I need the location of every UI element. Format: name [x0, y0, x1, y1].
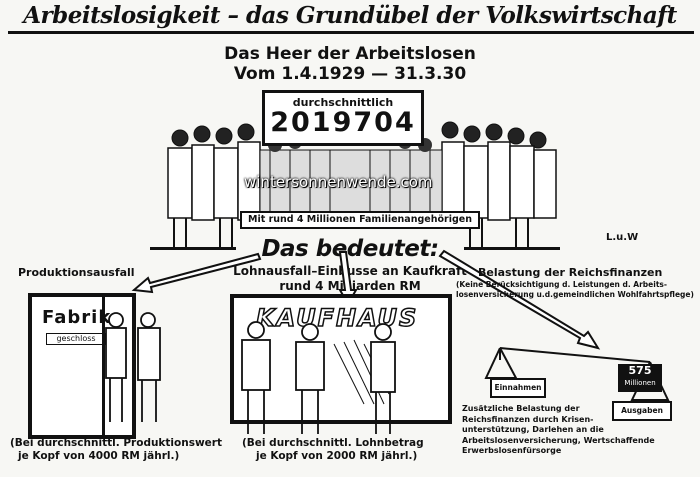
- title-underline: [8, 31, 694, 34]
- right-caption-line: Reichsfinanzen durch Krisen-: [462, 414, 594, 424]
- middle-caption-line-1: (Bei durchschnittl. Lohnbetrag: [242, 437, 424, 449]
- poster-title: Arbeitslosigkeit – das Grundübel der Vol…: [23, 2, 677, 29]
- subtitle-line-2: Vom 1.4.1929 — 31.3.30: [233, 64, 467, 84]
- meaning-heading: Das bedeutet:: [236, 236, 464, 262]
- subtitle-line-1: Das Heer der Arbeitslosen: [224, 44, 476, 64]
- store-onlookers: [241, 321, 396, 434]
- right-caption-line: Erwerbslosenfürsorge: [462, 446, 562, 455]
- arrow-left: [131, 252, 262, 294]
- left-heading: Produktionsausfall: [18, 266, 135, 279]
- scale-weight-value: 575: [628, 364, 652, 377]
- middle-caption-line-2: je Kopf von 2000 RM jährl.): [256, 450, 418, 462]
- family-banner: Mit rund 4 Millionen Familienangehörigen: [240, 211, 480, 229]
- left-caption-line-2: je Kopf von 4000 RM jährl.): [18, 450, 180, 462]
- right-caption-line: Arbeitslosenversicherung, Wertschaffende: [462, 435, 655, 445]
- right-caption: Zusätzliche Belastung der Reichsfinanzen…: [462, 404, 655, 457]
- right-subheading-line-1: (Keine Berücksichtigung d. Leistungen d.…: [456, 280, 667, 289]
- right-caption-line: Zusätzliche Belastung der: [462, 404, 580, 413]
- arrow-right: [438, 249, 601, 350]
- scale-right-label: Ausgaben: [612, 401, 672, 421]
- scale-weight-unit: Millionen: [624, 379, 656, 387]
- factory-sign: Fabrik: [42, 307, 112, 328]
- right-subheading-line-2: losenversicherung u.d.gemeindlichen Wohl…: [456, 290, 694, 299]
- watermark: wintersonnenwende.com: [244, 173, 433, 191]
- wage-loss-line-1: Lohnausfall–Einbusse an Kaufkraft: [233, 264, 467, 278]
- scale-left-label: Einnahmen: [490, 378, 546, 398]
- right-caption-line: unterstützung, Darlehen an die: [462, 425, 604, 434]
- scale-weight: 575 Millionen: [618, 364, 662, 392]
- right-heading: Belastung der Reichsfinanzen: [478, 266, 663, 279]
- average-label: durchschnittlich: [292, 96, 394, 109]
- average-value: 2019704: [270, 107, 416, 138]
- artist-mark: L.u.W: [606, 232, 639, 243]
- factory-door-frame: [102, 297, 105, 435]
- left-caption-line-1: (Bei durchschnittl. Produktionswert: [10, 437, 222, 449]
- factory-workers: [105, 312, 161, 422]
- crowd-illustration: [167, 121, 557, 250]
- average-box: durchschnittlich 2019704: [262, 90, 424, 146]
